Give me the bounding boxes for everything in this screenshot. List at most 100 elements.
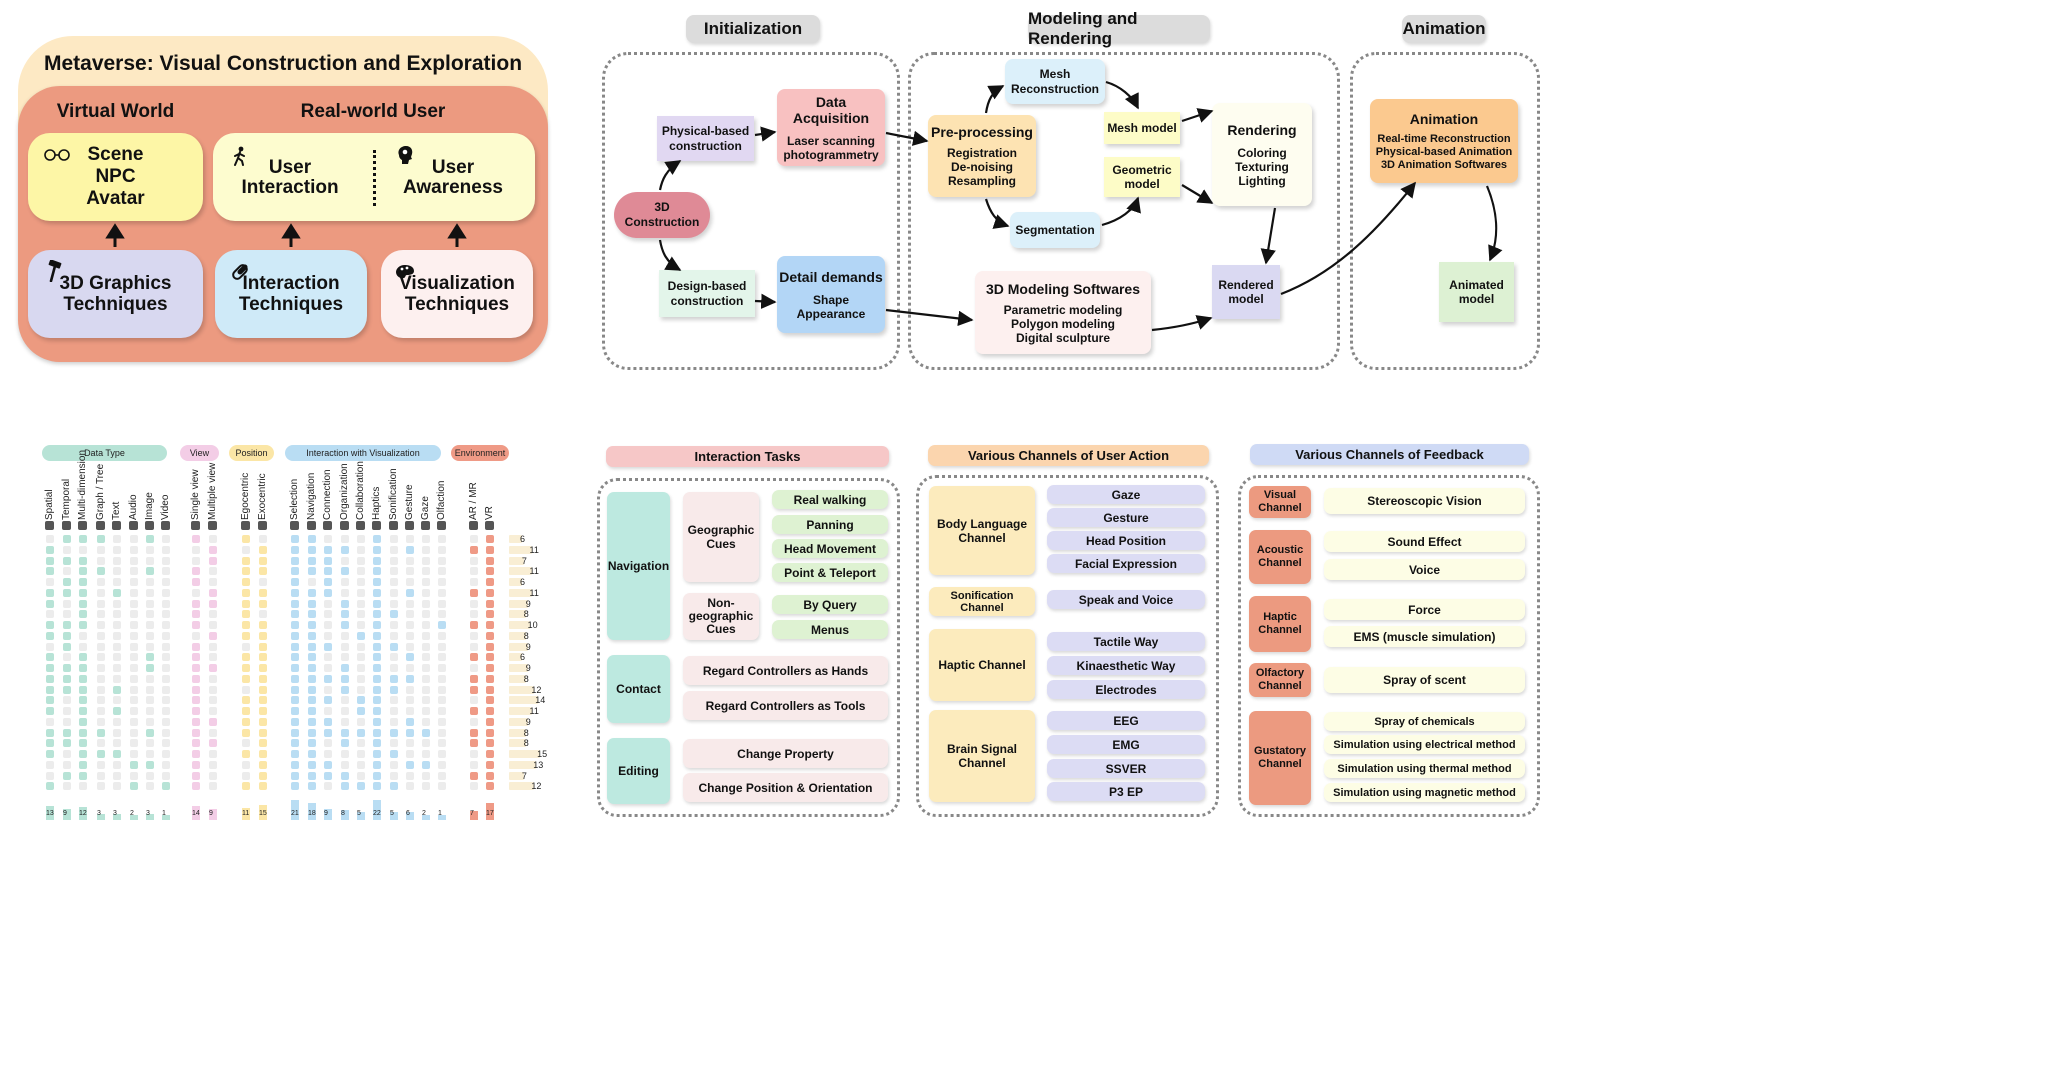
matrix-cell-filled xyxy=(192,685,200,694)
matrix-cell-filled xyxy=(341,610,349,619)
matrix-cell-filled xyxy=(438,621,446,629)
matrix-cell-filled xyxy=(308,653,316,662)
matrix-cell-empty xyxy=(438,567,446,576)
animation-line3: 3D Animation Softwares xyxy=(1380,158,1508,171)
matrix-cell-empty xyxy=(341,696,349,705)
matrix-cell-filled xyxy=(242,588,250,597)
matrix-cell-filled xyxy=(406,545,414,554)
user-interaction-line1: User xyxy=(268,157,312,178)
mesh-recon-line1: Mesh xyxy=(1039,66,1071,81)
row-count-label: 6 xyxy=(520,534,526,544)
matrix-cell-filled xyxy=(46,696,54,705)
matrix-cell-filled xyxy=(308,771,316,780)
matrix-cell-filled xyxy=(486,696,494,705)
matrix-cell-filled xyxy=(79,567,87,576)
palette-icon xyxy=(396,265,414,279)
matrix-cell-filled xyxy=(373,653,381,662)
matrix-cell-filled xyxy=(308,610,316,619)
physical-line2: construction xyxy=(669,138,742,153)
matrix-cell-empty xyxy=(324,685,332,694)
electrodes-action: Electrodes xyxy=(1047,680,1205,699)
matrix-cell-empty xyxy=(46,535,54,543)
matrix-cell-filled xyxy=(192,760,200,769)
visual-channel: Visual Channel xyxy=(1249,486,1311,518)
haptic-action-channel: Haptic Channel xyxy=(929,629,1035,701)
matrix-cell-empty xyxy=(324,621,332,629)
matrix-cell-filled xyxy=(259,707,267,715)
matrix-cell-filled xyxy=(324,760,332,769)
matrix-column-label: AR / MR xyxy=(468,482,479,520)
physical-line1: Physical-based xyxy=(661,123,750,138)
matrix-cell-empty xyxy=(438,674,446,683)
matrix-cell-empty xyxy=(113,664,121,672)
matrix-column-label: Organization xyxy=(339,463,350,520)
matrix-cell-filled xyxy=(308,621,316,629)
matrix-cell-empty xyxy=(97,771,105,780)
metaverse-title: Metaverse: Visual Construction and Explo… xyxy=(43,52,523,75)
matrix-cell-empty xyxy=(97,696,105,705)
matrix-cell-empty xyxy=(130,545,138,554)
matrix-cell-filled xyxy=(291,578,299,586)
matrix-cell-empty xyxy=(406,664,414,672)
matrix-cell-empty xyxy=(406,621,414,629)
matrix-cell-empty xyxy=(130,642,138,651)
nose-icon xyxy=(437,521,446,530)
data-acq-line1: Laser scanning xyxy=(786,133,876,148)
matrix-cell-filled xyxy=(373,750,381,758)
acoustic-channel: Acoustic Channel xyxy=(1249,530,1311,584)
matrix-cell-empty xyxy=(390,545,398,554)
matrix-cell-filled xyxy=(486,556,494,565)
column-total-label: 2 xyxy=(422,810,426,817)
matrix-cell-filled xyxy=(192,717,200,726)
row-count-label: 8 xyxy=(523,630,529,641)
matrix-cell-empty xyxy=(242,760,250,769)
matrix-cell-empty xyxy=(406,642,414,651)
matrix-cell-empty xyxy=(406,567,414,576)
matrix-cell-filled xyxy=(162,782,170,791)
matrix-cell-empty xyxy=(242,545,250,554)
matrix-cell-empty xyxy=(146,707,154,715)
matrix-cell-empty xyxy=(422,610,430,619)
matrix-cell-filled xyxy=(390,610,398,619)
thermal-method-item: Simulation using thermal method xyxy=(1324,759,1525,778)
matrix-cell-filled xyxy=(373,707,381,715)
geo-line1: Geographic xyxy=(687,523,755,537)
facial-expression-action: Facial Expression xyxy=(1047,554,1205,573)
matrix-cell-empty xyxy=(470,578,478,586)
matrix-cell-filled xyxy=(79,535,87,543)
matrix-cell-filled xyxy=(192,599,200,608)
matrix-cell-empty xyxy=(113,556,121,565)
matrix-cell-empty xyxy=(242,685,250,694)
column-total-bar xyxy=(438,815,446,820)
matrix-cell-filled xyxy=(486,728,494,737)
matrix-cell-filled xyxy=(192,696,200,705)
matrix-cell-empty xyxy=(162,696,170,705)
matrix-cell-filled xyxy=(390,782,398,791)
matrix-cell-filled xyxy=(324,696,332,705)
matrix-cell-empty xyxy=(113,567,121,576)
gustatory-line1: Gustatory xyxy=(1254,745,1306,757)
detail-line1: Shape xyxy=(812,292,849,307)
matrix-cell-filled xyxy=(192,621,200,629)
matrix-cell-filled xyxy=(486,631,494,640)
matrix-column-label: Selection xyxy=(289,478,300,520)
matrix-cell-filled xyxy=(259,545,267,554)
matrix-cell-empty xyxy=(162,664,170,672)
matrix-cell-empty xyxy=(113,621,121,629)
column-total-label: 1 xyxy=(162,810,166,817)
menus-item: Menus xyxy=(772,620,888,639)
matrix-cell-empty xyxy=(357,610,365,619)
matrix-cell-empty xyxy=(130,771,138,780)
matrix-cell-filled xyxy=(308,750,316,758)
visual-line2: Channel xyxy=(1258,502,1302,514)
matrix-cell-filled xyxy=(46,631,54,640)
walking-person-icon xyxy=(234,146,245,166)
matrix-cell-empty xyxy=(63,610,71,619)
matrix-cell-empty xyxy=(357,578,365,586)
matrix-cell-filled xyxy=(341,545,349,554)
matrix-cell-empty xyxy=(113,728,121,737)
matrix-cell-empty xyxy=(390,556,398,565)
matrix-cell-filled xyxy=(291,739,299,748)
matrix-cell-filled xyxy=(259,685,267,694)
matrix-cell-empty xyxy=(209,535,217,543)
